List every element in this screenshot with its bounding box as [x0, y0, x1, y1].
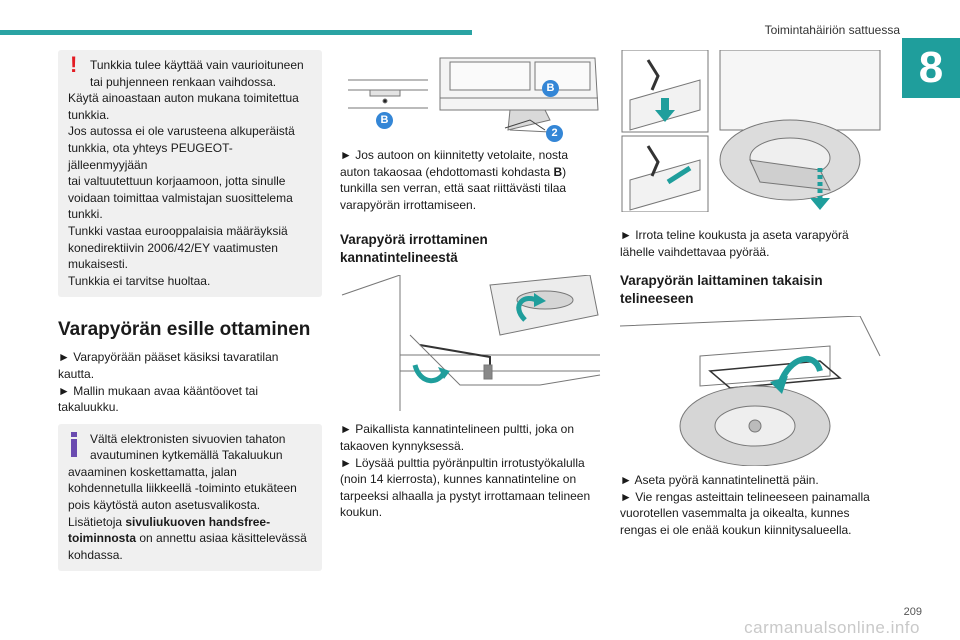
step-line: takaoven kynnyksessä. [340, 438, 465, 453]
warning-line: tunkki. [68, 207, 103, 222]
steps: ► Paikallista kannatintelineen pultti, j… [340, 421, 602, 521]
warning-line: konedirektiivin 2006/42/EY vaatimusten [68, 240, 278, 255]
warning-line: mukaisesti. [68, 257, 129, 272]
hook-diagram [621, 49, 881, 213]
step-line: (noin 14 kierrosta), kunnes kannatinteli… [340, 472, 577, 487]
info-line: kohdennetulla liikkeellä -toiminto etukä… [68, 481, 297, 496]
section-title-line-1: Varapyörä irrottaminen [340, 232, 488, 248]
info-more-bold: sivuliukuoven handsfree- [125, 514, 271, 529]
callout-2: 2 [546, 125, 563, 142]
info-more-bold: toiminnosta [68, 531, 136, 546]
info-line: pois käytöstä auton asetusvalikosta. [68, 498, 261, 513]
step-line: rengas ei ole enää koukun kiinnitysaluee… [620, 522, 852, 537]
step-text: auton takaosaa (ehdottomasti kohdasta [340, 164, 554, 179]
warning-note: ! Tunkkia tulee käyttää vain vaurioitune… [58, 50, 322, 298]
warning-line-1: Tunkkia tulee käyttää vain vaurioituneen [90, 58, 304, 72]
warning-icon: ! [70, 52, 78, 77]
info-line-2: avautuminen kytkemällä Takaluukun [90, 448, 283, 463]
warning-line: Tunkki vastaa eurooppalaisia määräyksiä [68, 223, 288, 238]
step-line: tarpeeksi alhaalla ja pystyt irrottamaan… [340, 488, 591, 503]
step-line: ► Aseta pyörä kannatintelinettä päin. [620, 473, 819, 488]
step-line: auton takaosaa (ehdottomasti kohdasta B) [340, 164, 602, 181]
step-line: ► Irrota teline koukusta ja aseta varapy… [620, 228, 849, 242]
step-line: varapyörän irrottamiseen. [340, 197, 477, 212]
warning-line: tai valtuutettuun korjaamoon, jotta sinu… [68, 174, 286, 189]
jack-illustration: B B 2 [340, 50, 602, 142]
step-block: ► Jos autoon on kiinnitetty vetolaite, n… [340, 147, 602, 213]
info-more-prefix: Lisätietoja [68, 514, 126, 529]
jack-diagram [348, 57, 599, 133]
step-line: ► Vie rengas asteittain telineeseen pain… [620, 489, 870, 504]
step-bold: B [553, 164, 563, 179]
info-more-line: Lisätietoja sivuliukuoven handsfree- [68, 514, 312, 531]
chapter-number-badge: 8 [902, 38, 960, 98]
steps: ► Varapyörään pääset käsiksi tavaratilan… [58, 349, 322, 415]
warning-line-2: tai puhjenneen renkaan vaihdossa. [90, 74, 277, 89]
step-line: ► Jos autoon on kiinnitetty vetolaite, n… [340, 148, 569, 162]
step-line: koukun. [340, 505, 383, 520]
step-line: ► Mallin mukaan avaa kääntöovet tai [58, 383, 258, 398]
column-1: ! Tunkkia tulee käyttää vain vaurioitune… [58, 50, 322, 572]
step-line: takaluukku. [58, 400, 119, 415]
step-line: lähelle vaihdettavaa pyörää. [620, 244, 770, 259]
info-line: avaaminen koskettamatta, jalan [68, 464, 237, 479]
header-accent-bar [0, 30, 472, 35]
warning-line: tunkkia, ota yhteys PEUGEOT-jälleenmyyjä… [68, 140, 233, 172]
warning-line: voidaan toimittaa valmistajan suosittele… [68, 190, 293, 205]
refit-illustration [619, 315, 884, 467]
step-line: kautta. [58, 366, 95, 381]
section-title-line-1: Varapyörän laittaminen takaisin [620, 273, 823, 289]
callout-b: B [542, 80, 559, 97]
step-line: tunkilla sen verran, että saat riittäväs… [340, 181, 567, 196]
steps: ► Aseta pyörä kannatintelinettä päin. ► … [620, 472, 884, 538]
warning-line: Käytä ainoastaan auton mukana toimitettu… [68, 91, 299, 106]
step-line: vuorotellen vasemmalta ja oikealta, kunn… [620, 506, 850, 521]
step-line: ► Paikallista kannatintelineen pultti, j… [340, 422, 575, 437]
refit-diagram [619, 315, 881, 467]
column-2: B B 2 ► Jos autoon on kiinnitetty vetola… [340, 50, 602, 521]
warning-line: Tunkkia ei tarvitse huoltaa. [68, 273, 211, 288]
bolt-diagram [341, 274, 601, 412]
info-last-line: kohdassa. [68, 547, 123, 562]
hook-illustration [620, 49, 884, 213]
step-line: ► Varapyörään pääset käsiksi tavaratilan [58, 350, 279, 365]
section-title-line-2: kannatintelineestä [340, 250, 458, 266]
column-3: ► Irrota teline koukusta ja aseta varapy… [619, 49, 884, 539]
step-line: ► Löysää pulttia pyöränpultin irrotustyö… [340, 455, 585, 470]
watermark: carmanualsonline.info [744, 618, 920, 637]
running-title: Toimintahäiriön sattuessa [764, 23, 900, 37]
step-text: ) [562, 164, 567, 179]
bolt-illustration [340, 274, 602, 412]
info-more-line: toiminnosta on annettu asiaa käsittelevä… [68, 530, 312, 547]
warning-line: Jos autossa ei ole varusteena alkuperäis… [68, 124, 295, 139]
section-title: Varapyörän esille ottaminen [58, 319, 311, 341]
step-block: ► Irrota teline koukusta ja aseta varapy… [620, 227, 884, 260]
info-icon [71, 431, 77, 458]
warning-line: tunkkia. [68, 107, 110, 122]
page-number: 209 [903, 606, 922, 618]
section-title-line-2: telineeseen [620, 291, 694, 307]
callout-b: B [376, 112, 393, 129]
info-line-1: Vältä elektronisten sivuovien tahaton [90, 431, 286, 446]
info-more-suffix: on annettu asiaa käsittelevässä [136, 531, 307, 546]
info-note: Vältä elektronisten sivuovien tahaton av… [58, 423, 322, 572]
